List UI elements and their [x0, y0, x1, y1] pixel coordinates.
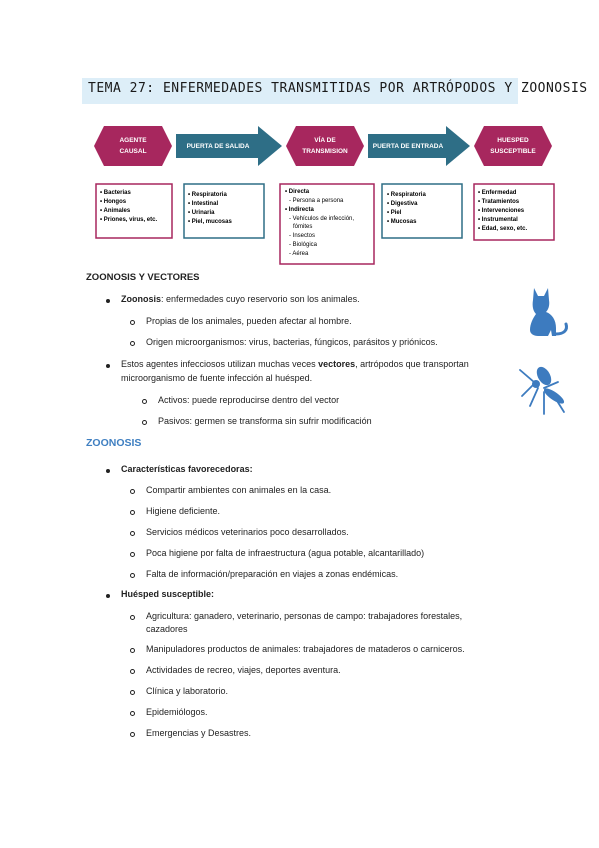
list-item: Actividades de recreo, viajes, deportes … [146, 665, 341, 675]
vectores-paragraph-line1: Estos agentes infecciosos utilizan mucha… [121, 359, 469, 369]
zoonosis-term: Zoonosis [121, 294, 161, 304]
via-transmision-hexagon: VÍA DE TRANSMISION [286, 126, 364, 166]
entrada-label: PUERTA DE ENTRADA [373, 143, 444, 150]
agente-box: • Bacterias • Hongos • Animales • Prione… [95, 183, 173, 239]
vectores-paragraph-line2: microorganismo de fuente infección al hu… [121, 373, 313, 383]
sub-bullet [130, 531, 135, 536]
agente-causal-hexagon: AGENTE CAUSAL [94, 126, 172, 166]
sub-bullet [130, 669, 135, 674]
agente-label-2: CAUSAL [119, 148, 146, 155]
text-span: Estos agentes infecciosos utilizan mucha… [121, 359, 319, 369]
box3-line: - Aérea [289, 251, 309, 257]
list-item: Compartir ambientes con animales en la c… [146, 485, 332, 495]
mosquito-icon [519, 366, 565, 415]
box2-line: • Piel, mucosas [188, 219, 232, 225]
box1-line: • Priones, virus, etc. [100, 217, 157, 223]
sub-bullet [130, 711, 135, 716]
sub-bullet [142, 420, 147, 425]
via-label-2: TRANSMISION [302, 148, 348, 155]
huesped-box: • Enfermedad • Tratamientos • Intervenci… [473, 183, 555, 241]
list-item-continued: cazadores [146, 624, 188, 634]
sub-bullet [130, 510, 135, 515]
sub-bullet [130, 320, 135, 325]
box5-line: • Edad, sexo, etc. [478, 226, 527, 232]
huesped-susceptible-hexagon: HUESPED SUSCEPTIBLE [474, 126, 552, 166]
sub-bullet [130, 690, 135, 695]
list-item: Agricultura: ganadero, veterinario, pers… [146, 611, 463, 621]
box2-line: • Intestinal [188, 201, 218, 207]
list-item: Emergencias y Desastres. [146, 728, 252, 738]
vectores-term: vectores [318, 359, 356, 369]
list-item: Manipuladores productos de animales: tra… [146, 644, 465, 654]
chain-of-infection-diagram: AGENTE CAUSAL PUERTA DE SALIDA VÍA DE TR… [94, 126, 555, 265]
bullet [106, 469, 110, 473]
box1-line: • Bacterias [100, 190, 131, 196]
salida-label: PUERTA DE SALIDA [187, 143, 250, 150]
list-item: Clínica y laboratorio. [146, 686, 229, 696]
box4-line: • Mucosas [387, 219, 417, 225]
sub-bullet [142, 399, 147, 404]
box3-line: - Vehículos de infección, [289, 216, 354, 222]
via-label-1: VÍA DE [314, 135, 336, 144]
title-banner: TEMA 27: ENFERMEDADES TRANSMITIDAS POR A… [82, 78, 587, 104]
bullet [106, 299, 110, 303]
huesped-label-2: SUSCEPTIBLE [490, 148, 536, 155]
section-heading-zoonosis: ZOONOSIS [86, 437, 142, 449]
box3-line: - Persona a persona [289, 198, 344, 204]
huesped-label-1: HUESPED [497, 137, 529, 144]
salida-box: • Respiratoria • Intestinal • Urinaria •… [183, 183, 265, 239]
text-span: , artrópodos que transportan [355, 359, 469, 369]
sub-bullet [130, 573, 135, 578]
box5-line: • Enfermedad [478, 190, 517, 196]
box3-line: - Insectos [289, 233, 315, 239]
agente-label-1: AGENTE [119, 137, 147, 144]
list-item: Servicios médicos veterinarios poco desa… [146, 527, 349, 537]
zoonosis-definition-text: : enfermedades cuyo reservorio son los a… [161, 294, 360, 304]
box5-line: • Tratamientos [478, 199, 520, 205]
zoonosis-definition: Zoonosis: enfermedades cuyo reservorio s… [121, 294, 360, 304]
page-title: TEMA 27: ENFERMEDADES TRANSMITIDAS POR A… [88, 81, 588, 96]
box1-line: • Animales [100, 208, 131, 214]
list-item: Propias de los animales, pueden afectar … [146, 316, 352, 326]
box4-line: • Respiratoria [387, 192, 426, 198]
list-item: Higiene deficiente. [146, 506, 221, 516]
huesped-heading: Huésped susceptible: [121, 589, 215, 599]
bullet [106, 594, 110, 598]
entrada-box: • Respiratoria • Digestiva • Piel • Muco… [381, 183, 463, 239]
list-item: Pasivos: germen se transforma sin sufrir… [158, 416, 372, 426]
box2-line: • Urinaria [188, 210, 215, 216]
list-item: Activos: puede reproducirse dentro del v… [158, 395, 340, 405]
section-heading-vectores: ZOONOSIS Y VECTORES [86, 272, 200, 283]
via-box: • Directa - Persona a persona • Indirect… [279, 183, 375, 265]
puerta-entrada-arrow: PUERTA DE ENTRADA [368, 126, 470, 166]
list-item: Poca higiene por falta de infraestructur… [146, 548, 425, 558]
sub-bullet [130, 489, 135, 494]
box3-line: • Directa [285, 189, 310, 195]
sub-bullet [130, 648, 135, 653]
list-item: Falta de información/preparación en viaj… [146, 569, 399, 579]
box2-line: • Respiratoria [188, 192, 227, 198]
box4-line: • Piel [387, 210, 402, 216]
list-item: Epidemiólogos. [146, 707, 208, 717]
box5-line: • Intervenciones [478, 208, 525, 214]
box3-line: - Biológica [289, 242, 318, 248]
bullet [106, 364, 110, 368]
caracteristicas-heading: Características favorecedoras: [121, 464, 253, 474]
box3-line: fómites [293, 224, 312, 230]
box5-line: • Instrumental [478, 217, 518, 223]
sub-bullet [130, 341, 135, 346]
box1-line: • Hongos [100, 199, 127, 205]
box3-line: • Indirecta [285, 207, 314, 213]
cat-icon [530, 288, 568, 336]
puerta-salida-arrow: PUERTA DE SALIDA [176, 126, 282, 166]
sub-bullet [130, 552, 135, 557]
sub-bullet [130, 615, 135, 620]
box4-line: • Digestiva [387, 201, 418, 207]
list-item: Origen microorganismos: virus, bacterias… [146, 337, 438, 347]
sub-bullet [130, 732, 135, 737]
